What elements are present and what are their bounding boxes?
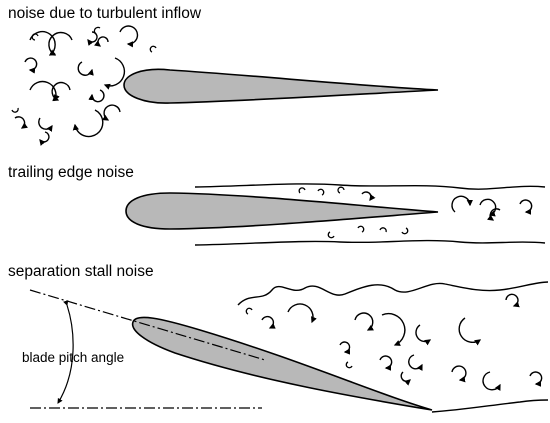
- pitch-angle-reference-lines: [29, 289, 266, 409]
- small-eddy: [345, 361, 353, 369]
- panel-separation-stall: [29, 281, 549, 413]
- eddy-arrow: [529, 371, 543, 387]
- inflow-small-eddies: [11, 26, 157, 113]
- eddy-arrow: [94, 36, 109, 47]
- airfoil-3: [131, 316, 433, 411]
- small-eddy: [149, 45, 157, 53]
- eddy-arrow: [14, 116, 28, 129]
- eddy-arrow: [48, 31, 73, 56]
- eddy-arrow: [354, 312, 374, 331]
- eddy-arrow: [505, 293, 520, 308]
- panel-trailing-edge: [125, 183, 546, 246]
- small-eddy: [327, 231, 335, 239]
- eddy-arrow: [24, 57, 38, 74]
- small-eddy: [317, 188, 325, 196]
- eddy-arrow: [287, 303, 317, 324]
- chord-line: [29, 289, 266, 361]
- airfoil-2: [125, 192, 439, 230]
- eddy-arrow: [261, 315, 276, 329]
- small-eddy: [337, 186, 345, 194]
- airfoil-1: [123, 68, 439, 104]
- eddy-arrow: [451, 365, 467, 383]
- eddy-arrow: [88, 89, 105, 103]
- separation-eddies: [261, 293, 543, 391]
- eddy-arrow: [415, 324, 432, 346]
- small-eddy: [357, 225, 365, 233]
- eddy-arrow: [408, 354, 423, 371]
- eddy-arrow: [379, 355, 393, 371]
- eddy-arrow: [458, 317, 482, 346]
- eddy-arrow: [29, 80, 60, 102]
- eddy-arrow: [361, 191, 376, 202]
- wake-boundary: [194, 183, 546, 246]
- eddy-arrow: [77, 61, 94, 76]
- eddy-arrow: [381, 312, 406, 346]
- small-eddy: [401, 227, 409, 235]
- eddy-arrow: [400, 371, 411, 386]
- eddy-arrow: [487, 208, 501, 221]
- inflow-eddies: [14, 25, 139, 146]
- eddy-arrow: [519, 199, 533, 215]
- separation-region-boundary: [237, 281, 549, 306]
- panel-turbulent-inflow: [11, 25, 439, 146]
- small-eddy: [298, 187, 306, 194]
- panel-title-separation-stall: separation stall noise: [8, 263, 154, 280]
- eddy-arrow: [72, 109, 104, 138]
- panel-title-turbulent-inflow: noise due to turbulent inflow: [8, 5, 202, 22]
- eddy-arrow: [38, 117, 53, 132]
- separation-small-eddies: [245, 307, 353, 369]
- eddy-arrow: [51, 81, 71, 102]
- eddy-arrow: [103, 57, 126, 90]
- eddy-arrow: [339, 341, 351, 355]
- wake-lower-boundary: [431, 399, 549, 413]
- small-eddy: [11, 107, 19, 113]
- eddy-arrow: [479, 198, 497, 217]
- trailing-small-eddies: [298, 186, 409, 239]
- small-eddy: [31, 33, 39, 41]
- small-eddy: [245, 307, 253, 315]
- eddy-arrow: [119, 25, 139, 48]
- pitch-angle-arc: [57, 300, 74, 404]
- small-eddy: [379, 227, 387, 233]
- eddy-arrow: [39, 131, 50, 146]
- eddy-arrow: [102, 104, 121, 121]
- eddy-arrow: [482, 371, 501, 391]
- small-eddy: [93, 26, 101, 35]
- trailing-eddies: [361, 191, 533, 221]
- eddy-arrow: [451, 195, 473, 213]
- panel-title-trailing-edge: trailing edge noise: [8, 164, 134, 181]
